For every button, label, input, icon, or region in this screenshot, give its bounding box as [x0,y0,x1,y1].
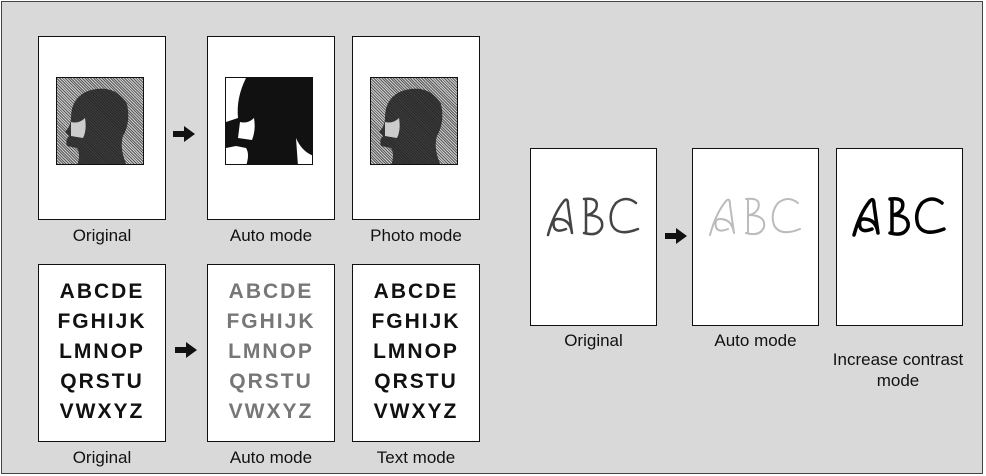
abc-original-caption: Original [564,331,623,350]
abc-auto-caption: Auto mode [714,331,797,350]
photo-original-caption: Original [72,226,132,245]
photo-auto-panel [207,36,335,220]
letter-line: ABCDE [59,280,145,303]
letter-line: VWXYZ [373,400,459,423]
letter-line: QRSTU [229,370,313,393]
letters-text-mode: ABCDE FGHIJK LMNOP QRSTU VWXYZ [353,277,479,427]
text-auto-panel: ABCDE FGHIJK LMNOP QRSTU VWXYZ [207,264,335,442]
letters-original: ABCDE FGHIJK LMNOP QRSTU VWXYZ [39,277,165,427]
letter-line: ABCDE [228,280,314,303]
abc-handwritten-icon [708,197,801,236]
text-original-panel: ABCDE FGHIJK LMNOP QRSTU VWXYZ [38,264,166,442]
abc-handwritten-icon [851,196,946,237]
letters-auto: ABCDE FGHIJK LMNOP QRSTU VWXYZ [208,277,334,427]
portrait-silhouette-icon [379,88,443,164]
arrow-right-icon [173,126,195,142]
photo-mode-caption: Photo mode [370,226,462,245]
arrow-right-icon [175,342,197,358]
abc-auto-panel [692,148,819,326]
letter-line: VWXYZ [59,400,145,423]
abc-contrast-panel [836,148,963,326]
portrait-original-image [56,77,144,165]
abc-contrast-caption-line-2: mode [876,371,920,390]
text-auto-caption: Auto mode [229,448,313,467]
letter-line: LMNOP [59,340,145,363]
abc-original-panel [530,148,657,326]
portrait-silhouette-icon [65,88,129,164]
text-original-caption: Original [72,448,132,467]
text-mode-caption: Text mode [376,448,456,467]
portrait-photo-mode-image [370,77,458,165]
arrow-right-icon [665,228,687,244]
letter-line: LMNOP [228,340,314,363]
letter-line: ABCDE [373,280,459,303]
abc-original-sample [531,189,656,250]
text-mode-panel: ABCDE FGHIJK LMNOP QRSTU VWXYZ [352,264,480,442]
abc-handwritten-icon [546,197,639,237]
letter-line: QRSTU [60,370,144,393]
portrait-auto-image [225,77,313,165]
letter-line: VWXYZ [228,400,314,423]
abc-contrast-caption: Increase contrast mode [814,349,982,391]
letter-line: FGHIJK [371,310,461,333]
photo-original-panel [38,36,166,220]
letter-line: QRSTU [374,370,458,393]
letter-line: LMNOP [373,340,459,363]
abc-contrast-sample [837,189,962,250]
portrait-silhouette-icon [226,78,312,164]
photo-mode-panel [352,36,480,220]
letter-line: FGHIJK [226,310,316,333]
abc-auto-sample [693,189,818,250]
photo-auto-caption: Auto mode [229,226,313,245]
abc-contrast-caption-line-1: Increase contrast [832,350,964,369]
letter-line: FGHIJK [57,310,147,333]
